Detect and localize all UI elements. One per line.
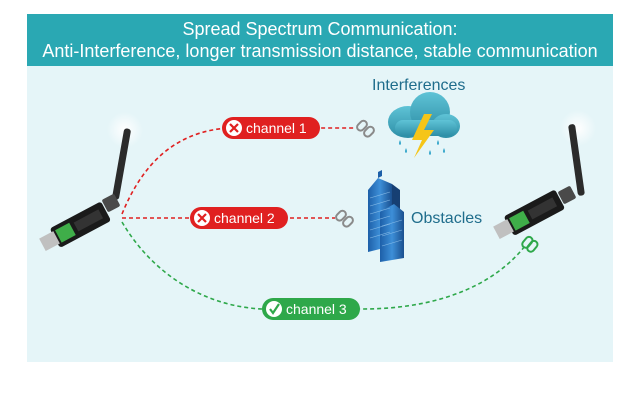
channel-3-badge: channel 3 (262, 298, 360, 320)
left-lora-usb-device (39, 112, 143, 252)
right-lora-usb-device (493, 110, 596, 240)
channel-2-badge: channel 2 (190, 207, 288, 229)
broken-link-icon (356, 119, 375, 138)
channel-1-label: channel 1 (246, 120, 307, 136)
building-icon (368, 170, 404, 262)
interferences-label: Interferences (372, 77, 465, 94)
obstacles-label: Obstacles (411, 210, 482, 227)
title-banner: Spread Spectrum Communication: Anti-Inte… (27, 14, 613, 66)
storm-cloud-icon (388, 92, 460, 158)
channel-1-badge: channel 1 (222, 117, 320, 139)
channel-3-label: channel 3 (286, 301, 347, 317)
connected-link-icon (521, 235, 539, 253)
channel-2-label: channel 2 (214, 210, 275, 226)
fail-cross-icon (197, 213, 207, 223)
lightning-icon (412, 114, 434, 158)
fail-cross-icon (229, 123, 239, 133)
channel-1-line (121, 127, 355, 215)
channel-3-line (121, 221, 526, 310)
title-line-1: Spread Spectrum Communication: (182, 19, 458, 39)
broken-link-icon (335, 209, 354, 228)
title-line-2: Anti-Interference, longer transmission d… (42, 41, 598, 61)
success-check-icon (269, 303, 280, 315)
